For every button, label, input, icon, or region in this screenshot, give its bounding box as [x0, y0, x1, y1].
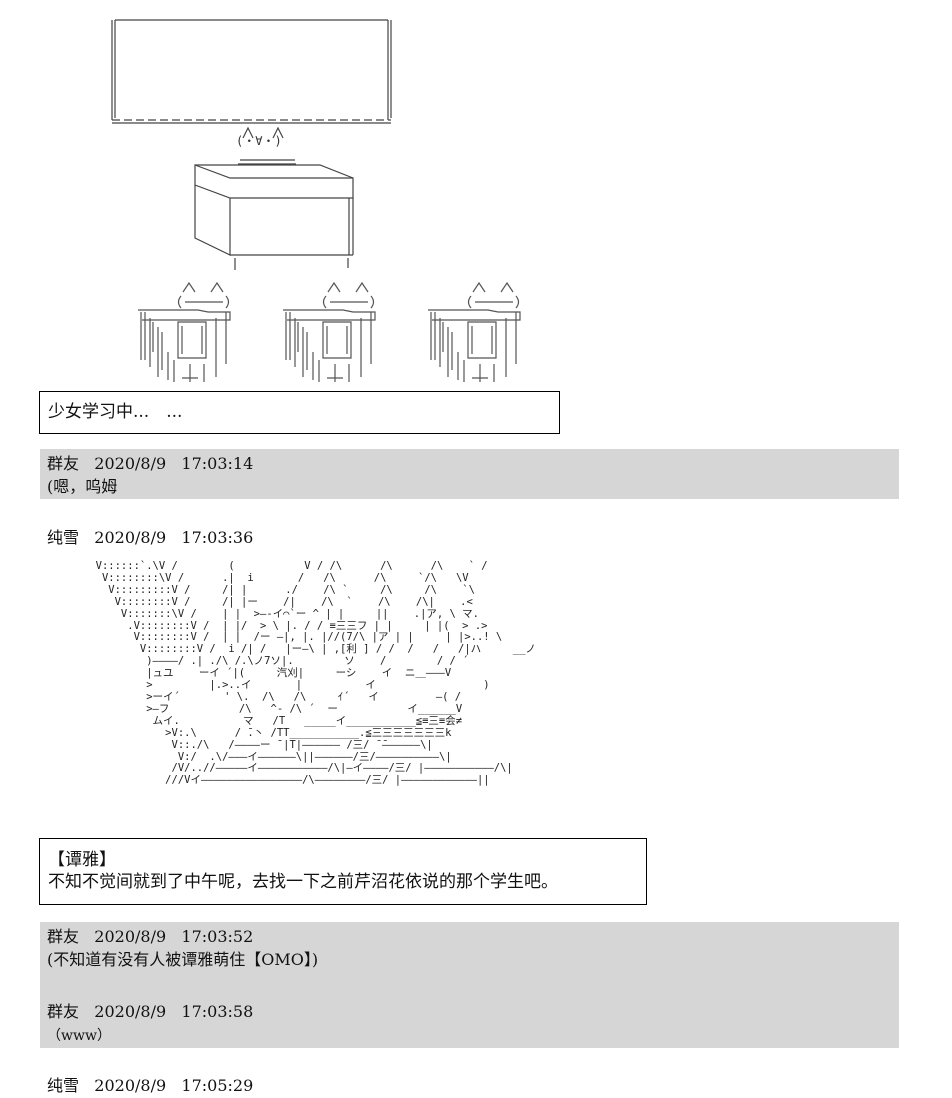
- post-author: 纯雪: [47, 528, 80, 547]
- post-time: 17:03:14: [181, 454, 254, 473]
- post-group: [40, 449, 899, 499]
- post-author: 纯雪: [47, 1076, 80, 1095]
- teacher-figure: [238, 126, 296, 165]
- blackboard-drawing: [111, 19, 392, 124]
- post-date: 2020/8/9: [94, 528, 167, 547]
- post-date: 2020/8/9: [94, 1076, 167, 1095]
- post-header: 群友 2020/8/9 17:03:52: [47, 927, 253, 947]
- post-time: 17:03:52: [181, 927, 254, 946]
- narration-text: 少女学习中... ...: [48, 402, 183, 422]
- student-2: [283, 281, 376, 382]
- narration-box: 少女学习中... ...: [39, 391, 560, 434]
- classroom-art: [100, 10, 560, 388]
- post-author: 群友: [47, 454, 80, 473]
- post-group: [40, 922, 899, 1048]
- speech-box: 【谭雅】 不知不觉间就到了中午呢，去找一下之前芹沼花依说的那个学生吧。: [39, 838, 647, 905]
- student-3: [428, 281, 521, 382]
- post-date: 2020/8/9: [94, 454, 167, 473]
- speech-line: 不知不觉间就到了中午呢，去找一下之前芹沼花依说的那个学生吧。: [48, 872, 558, 892]
- post-text: （www）: [47, 1028, 111, 1044]
- post-author: 群友: [47, 1002, 80, 1021]
- post-author: 群友: [47, 927, 80, 946]
- speaker-name: 【谭雅】: [48, 850, 116, 870]
- post-header: 纯雪 2020/8/9 17:03:36: [47, 528, 253, 548]
- post-header: 群友 2020/8/9 17:03:14: [47, 454, 253, 474]
- post-text: (不知道有没有人被谭雅萌住【OMO】): [47, 950, 319, 969]
- post-header: 群友 2020/8/9 17:03:58: [47, 1002, 253, 1022]
- post-date: 2020/8/9: [94, 1002, 167, 1021]
- post-time: 17:03:58: [181, 1002, 254, 1021]
- post-header: 纯雪 2020/8/9 17:05:29: [47, 1076, 253, 1096]
- students: [138, 281, 521, 382]
- post-time: 17:05:29: [181, 1076, 254, 1095]
- teacher-desk: [194, 164, 354, 270]
- post-time: 17:03:36: [181, 528, 254, 547]
- post-text: (嗯，呜姆: [47, 477, 118, 496]
- teacher-face: (・∀・): [236, 134, 282, 148]
- post-date: 2020/8/9: [94, 927, 167, 946]
- student-1: [138, 281, 231, 382]
- ascii-art-character: V::::::`.\V / ( V / /\ /\ /\ ` / V::::::…: [95, 560, 536, 787]
